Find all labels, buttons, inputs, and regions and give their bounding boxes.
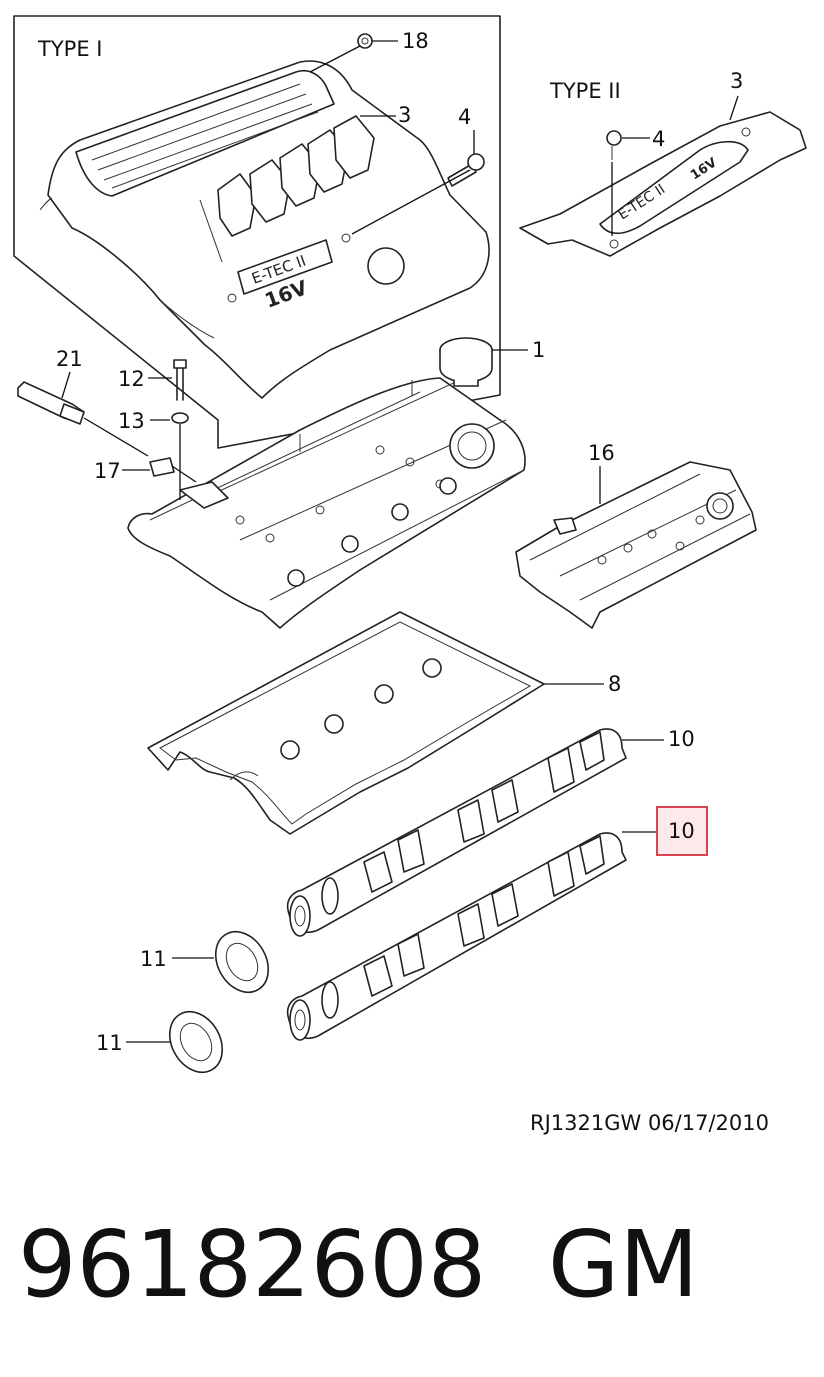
nut-18 <box>357 33 373 49</box>
callout-11-lower: 11 <box>96 1031 123 1055</box>
camshaft-upper <box>286 728 627 937</box>
engine-cover-type2: E-TEC II 16V <box>519 111 807 257</box>
diagram-reference: RJ1321GW 06/17/2010 <box>530 1111 769 1135</box>
callout-10-lower: 10 <box>668 819 695 843</box>
callout-3-type1: 3 <box>398 103 411 127</box>
callout-3-type2: 3 <box>730 69 743 93</box>
type1-label: TYPE I <box>37 37 102 61</box>
pcv-hose-21 <box>17 381 85 425</box>
callout-4-type2: 4 <box>652 127 665 151</box>
highlight-box <box>656 806 708 856</box>
valve-cover-gasket <box>147 611 545 835</box>
bolt-4-type1 <box>447 153 485 187</box>
callout-13: 13 <box>118 409 145 433</box>
oil-filler-cap <box>439 337 493 387</box>
callout-12: 12 <box>118 367 145 391</box>
callout-4-type1: 4 <box>458 105 471 129</box>
part-number: 96182608 <box>18 1211 486 1318</box>
highlight-rect <box>656 806 708 856</box>
oil-seal-lower <box>168 1011 224 1073</box>
engine-cover-type1: E-TEC II 16V <box>39 60 490 399</box>
bolt-4-type2 <box>606 130 622 160</box>
callout-1: 1 <box>532 338 545 362</box>
callout-10-upper: 10 <box>668 727 695 751</box>
camshaft-lower <box>286 832 627 1041</box>
callout-17: 17 <box>94 459 121 483</box>
cylinder-head-cover-type2 <box>515 461 757 629</box>
bolt-12 <box>173 359 187 401</box>
callout-16: 16 <box>588 441 615 465</box>
washer-13 <box>171 412 189 424</box>
type1-frame <box>13 15 501 449</box>
callout-18: 18 <box>402 29 429 53</box>
oil-seal-upper <box>214 931 270 993</box>
cylinder-head-cover-type1 <box>127 377 526 629</box>
callout-11-upper: 11 <box>140 947 167 971</box>
callout-21: 21 <box>56 347 83 371</box>
brand-name: GM <box>548 1211 699 1318</box>
type2-label: TYPE II <box>549 79 621 103</box>
fitting-17 <box>149 457 175 477</box>
callout-8: 8 <box>608 672 621 696</box>
